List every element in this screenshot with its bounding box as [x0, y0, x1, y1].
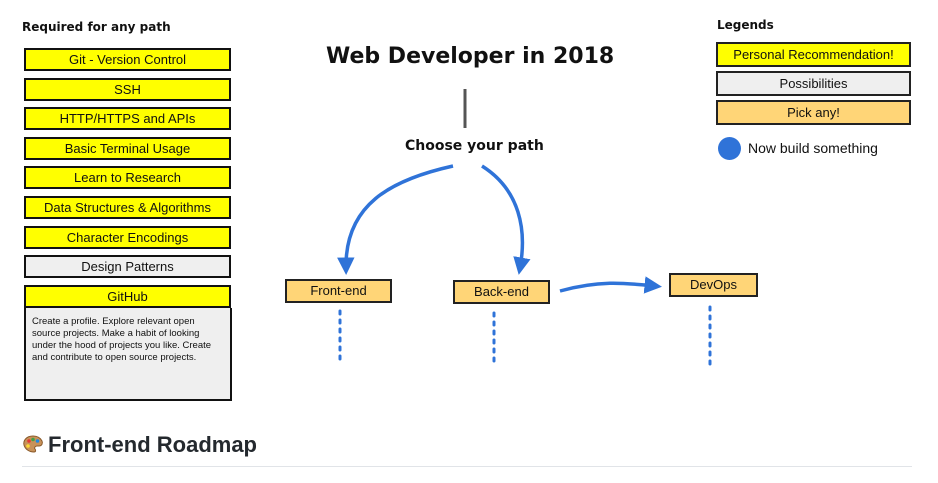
roadmap-heading: Front-end Roadmap — [22, 432, 257, 458]
legend-recommendation: Personal Recommendation! — [716, 42, 911, 67]
arrow-to-backend — [481, 164, 531, 275]
req-item-git: Git - Version Control — [24, 48, 231, 71]
legend-possibilities: Possibilities — [716, 71, 911, 96]
arrow-to-devops — [559, 276, 662, 294]
github-note: Create a profile. Explore relevant open … — [24, 307, 232, 401]
legend-heading: Legends — [717, 18, 774, 32]
legend-build-label: Now build something — [748, 140, 878, 156]
palette-icon — [23, 435, 43, 453]
diagram-title: Web Developer in 2018 — [326, 44, 615, 69]
choose-path-label: Choose your path — [405, 138, 544, 154]
req-item-design-patterns: Design Patterns — [24, 255, 231, 279]
legend-blue-dot — [718, 137, 741, 160]
req-item-encodings: Character Encodings — [24, 225, 231, 249]
heading-divider — [22, 466, 912, 467]
req-item-ssh: SSH — [24, 77, 231, 101]
req-item-http: HTTP/HTTPS and APIs — [24, 107, 231, 131]
req-item-research: Learn to Research — [24, 166, 231, 190]
req-item-terminal: Basic Terminal Usage — [24, 136, 231, 160]
arrow-to-frontend — [337, 164, 454, 275]
req-item-dsa: Data Structures & Algorithms — [24, 195, 231, 219]
roadmap-title: Front-end Roadmap — [48, 432, 257, 457]
required-list: Git - Version Control SSH HTTP/HTTPS and… — [24, 48, 232, 401]
frontend-box: Front-end — [285, 279, 392, 303]
backend-box: Back-end — [453, 280, 550, 304]
legend-pick-any: Pick any! — [716, 100, 911, 125]
devops-box: DevOps — [669, 273, 758, 297]
required-heading: Required for any path — [22, 20, 171, 34]
req-item-github: GitHub — [24, 284, 231, 308]
